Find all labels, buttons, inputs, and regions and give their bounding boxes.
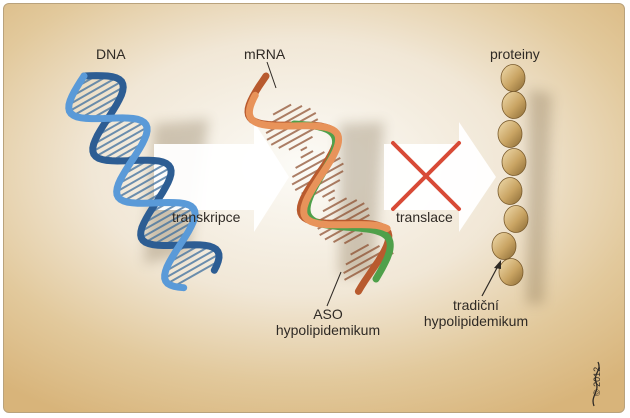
base-pair-rung bbox=[345, 245, 380, 266]
protein-bead bbox=[500, 64, 526, 92]
copyright-credit: © 2012 bbox=[590, 334, 606, 404]
protein-bead bbox=[501, 91, 527, 119]
base-pair-rung bbox=[71, 75, 109, 98]
base-pair-rung bbox=[140, 207, 194, 239]
dna-label: DNA bbox=[96, 46, 126, 62]
base-pair-rung bbox=[73, 86, 124, 117]
base-pair-rung bbox=[318, 199, 358, 222]
base-pair-rung bbox=[300, 146, 308, 152]
base-pair-rung bbox=[95, 126, 148, 158]
base-pair-rung bbox=[143, 202, 180, 224]
base-pair-rung bbox=[300, 150, 314, 159]
base-pair-rung bbox=[118, 160, 160, 185]
traditional-label: tradiční hypolipidemikum bbox=[414, 297, 538, 329]
base-pair-rung bbox=[117, 166, 171, 199]
base-pair-rung bbox=[140, 203, 189, 233]
base-pair-rung bbox=[93, 118, 139, 146]
base-pair-rung bbox=[322, 197, 348, 213]
aso-leader-line bbox=[326, 271, 342, 307]
base-pair-rung bbox=[278, 126, 317, 149]
base-pair-rung bbox=[322, 189, 336, 198]
base-pair-rung bbox=[101, 133, 147, 161]
base-pair-rung bbox=[92, 121, 145, 153]
copyright-text: © 2012 bbox=[592, 366, 602, 396]
pointer-arrow-icon bbox=[481, 260, 501, 297]
base-pair-rung bbox=[123, 173, 172, 202]
base-pair-rung bbox=[144, 213, 196, 244]
base-pair-rung bbox=[350, 243, 370, 256]
base-pair-rung bbox=[272, 103, 292, 116]
diagram-frame: DNA mRNA proteiny transkripce translace … bbox=[3, 3, 625, 413]
aso-label-line2: hypolipidemikum bbox=[275, 322, 381, 338]
protein-bead bbox=[491, 232, 517, 260]
base-pair-rung bbox=[68, 80, 123, 112]
base-pair-rung bbox=[165, 245, 210, 273]
base-pair-rung bbox=[173, 260, 219, 288]
base-pair-rung bbox=[295, 151, 325, 169]
base-pair-rung bbox=[131, 181, 169, 204]
traditional-label-line2: hypolipidemikum bbox=[423, 313, 529, 329]
mrna-aso-helix-icon bbox=[244, 72, 394, 295]
transcription-label: transkripce bbox=[172, 209, 241, 225]
traditional-label-line1: tradiční bbox=[453, 297, 499, 313]
base-pair-rung bbox=[80, 94, 122, 119]
protein-bead bbox=[498, 258, 524, 286]
aso-label-line1: ASO bbox=[313, 306, 343, 322]
diagram-canvas bbox=[65, 61, 600, 407]
base-pair-rung bbox=[152, 221, 194, 246]
protein-bead bbox=[503, 205, 529, 233]
mrna-leader-line bbox=[266, 61, 277, 89]
translation-arrow bbox=[384, 122, 496, 232]
protein-shadow bbox=[526, 89, 552, 304]
protein-bead bbox=[497, 120, 523, 148]
base-pair-rung bbox=[164, 248, 217, 280]
block-cross-icon bbox=[391, 141, 461, 211]
base-pair-rung bbox=[343, 232, 363, 245]
base-pair-rung bbox=[288, 135, 313, 151]
protein-chain-icon bbox=[491, 64, 529, 286]
base-pair-rung bbox=[310, 179, 341, 197]
base-pair-rung bbox=[167, 253, 220, 285]
aso-label: ASO hypolipidemikum bbox=[266, 306, 390, 338]
artist-signature bbox=[592, 361, 600, 407]
base-pair-rung bbox=[116, 162, 167, 193]
translation-label: translace bbox=[396, 209, 453, 225]
dna-helix-icon bbox=[65, 72, 223, 292]
protein-bead bbox=[501, 148, 527, 176]
base-pair-rung bbox=[267, 105, 303, 126]
mrna-shadow bbox=[339, 122, 384, 276]
proteins-label: proteiny bbox=[490, 46, 540, 62]
base-pair-rung bbox=[328, 196, 336, 202]
base-pair-rung bbox=[68, 76, 117, 106]
mrna-label: mRNA bbox=[244, 46, 286, 62]
protein-bead bbox=[497, 177, 523, 205]
